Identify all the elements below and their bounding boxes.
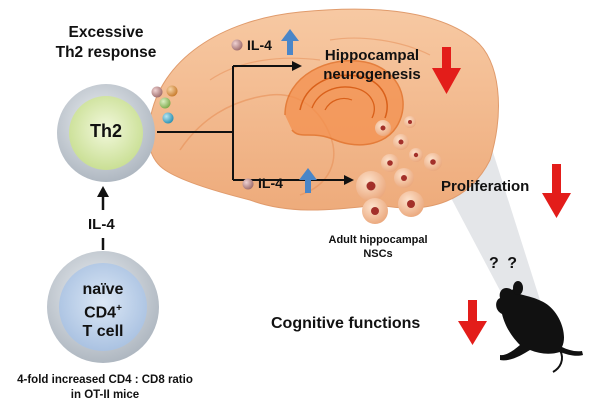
nsc-cell bbox=[394, 168, 414, 188]
excessive-line1: Excessive bbox=[68, 24, 144, 41]
il4-dot-mid bbox=[242, 178, 254, 190]
arrowhead-top bbox=[292, 61, 302, 71]
down-arrow-icon bbox=[458, 300, 487, 345]
differentiation-arrowhead bbox=[97, 186, 109, 197]
brain-illustration bbox=[147, 8, 499, 211]
nsc-cells bbox=[356, 116, 442, 224]
hippo-line1: Hippocampal bbox=[324, 47, 420, 64]
naive-cell-label: naïve CD4+ T cell bbox=[63, 280, 143, 341]
excessive-line2: Th2 response bbox=[55, 44, 157, 61]
proliferation-label: Proliferation bbox=[441, 178, 530, 195]
naive-line2: CD4+ bbox=[84, 303, 122, 322]
nsc-cell bbox=[424, 153, 442, 171]
th2-cell-label: Th2 bbox=[89, 121, 122, 141]
nsc-cell bbox=[362, 198, 388, 224]
il4-mid-label: IL-4 bbox=[258, 175, 283, 191]
nsc-cell bbox=[375, 120, 391, 136]
th2-cell bbox=[69, 96, 143, 170]
cognitive-functions-label: Cognitive functions bbox=[271, 315, 421, 332]
nsc-line2: NSCs bbox=[363, 248, 393, 260]
il4-left-label: IL-4 bbox=[88, 216, 115, 233]
naive-line3: T cell bbox=[82, 323, 124, 341]
mouse-silhouette bbox=[496, 281, 583, 373]
ratio-line2: in OT-II mice bbox=[70, 389, 140, 401]
nsc-cell bbox=[404, 116, 416, 128]
adult-nsc-label: Adult hippocampal NSCs bbox=[318, 233, 438, 261]
hippocampal-neurogenesis-label: Hippocampal neurogenesis bbox=[302, 46, 442, 84]
down-arrow-icon bbox=[542, 164, 571, 218]
question-marks: ? ? bbox=[489, 255, 519, 272]
il4-top-label: IL-4 bbox=[247, 37, 272, 53]
up-arrow-icon bbox=[299, 168, 317, 193]
il4-dot-top bbox=[231, 39, 243, 51]
nsc-cell bbox=[393, 134, 409, 150]
up-arrow-icon bbox=[281, 29, 299, 55]
ratio-caption: 4-fold increased CD4 : CD8 ratio in OT-I… bbox=[0, 373, 210, 403]
nsc-line1: Adult hippocampal bbox=[328, 234, 428, 246]
naive-line1: naïve bbox=[82, 281, 124, 298]
arrowhead-mid bbox=[344, 175, 354, 185]
naive-cell bbox=[59, 263, 147, 351]
hippo-line2: neurogenesis bbox=[323, 66, 421, 83]
nsc-cell bbox=[409, 148, 423, 162]
ratio-line1: 4-fold increased CD4 : CD8 ratio bbox=[17, 374, 193, 386]
nsc-cell bbox=[398, 191, 424, 217]
down-arrow-icon bbox=[432, 47, 461, 94]
nsc-cell bbox=[381, 154, 399, 172]
cytokine-dots bbox=[151, 85, 178, 124]
excessive-th2-title: Excessive Th2 response bbox=[42, 23, 170, 63]
nsc-cell bbox=[356, 171, 386, 201]
